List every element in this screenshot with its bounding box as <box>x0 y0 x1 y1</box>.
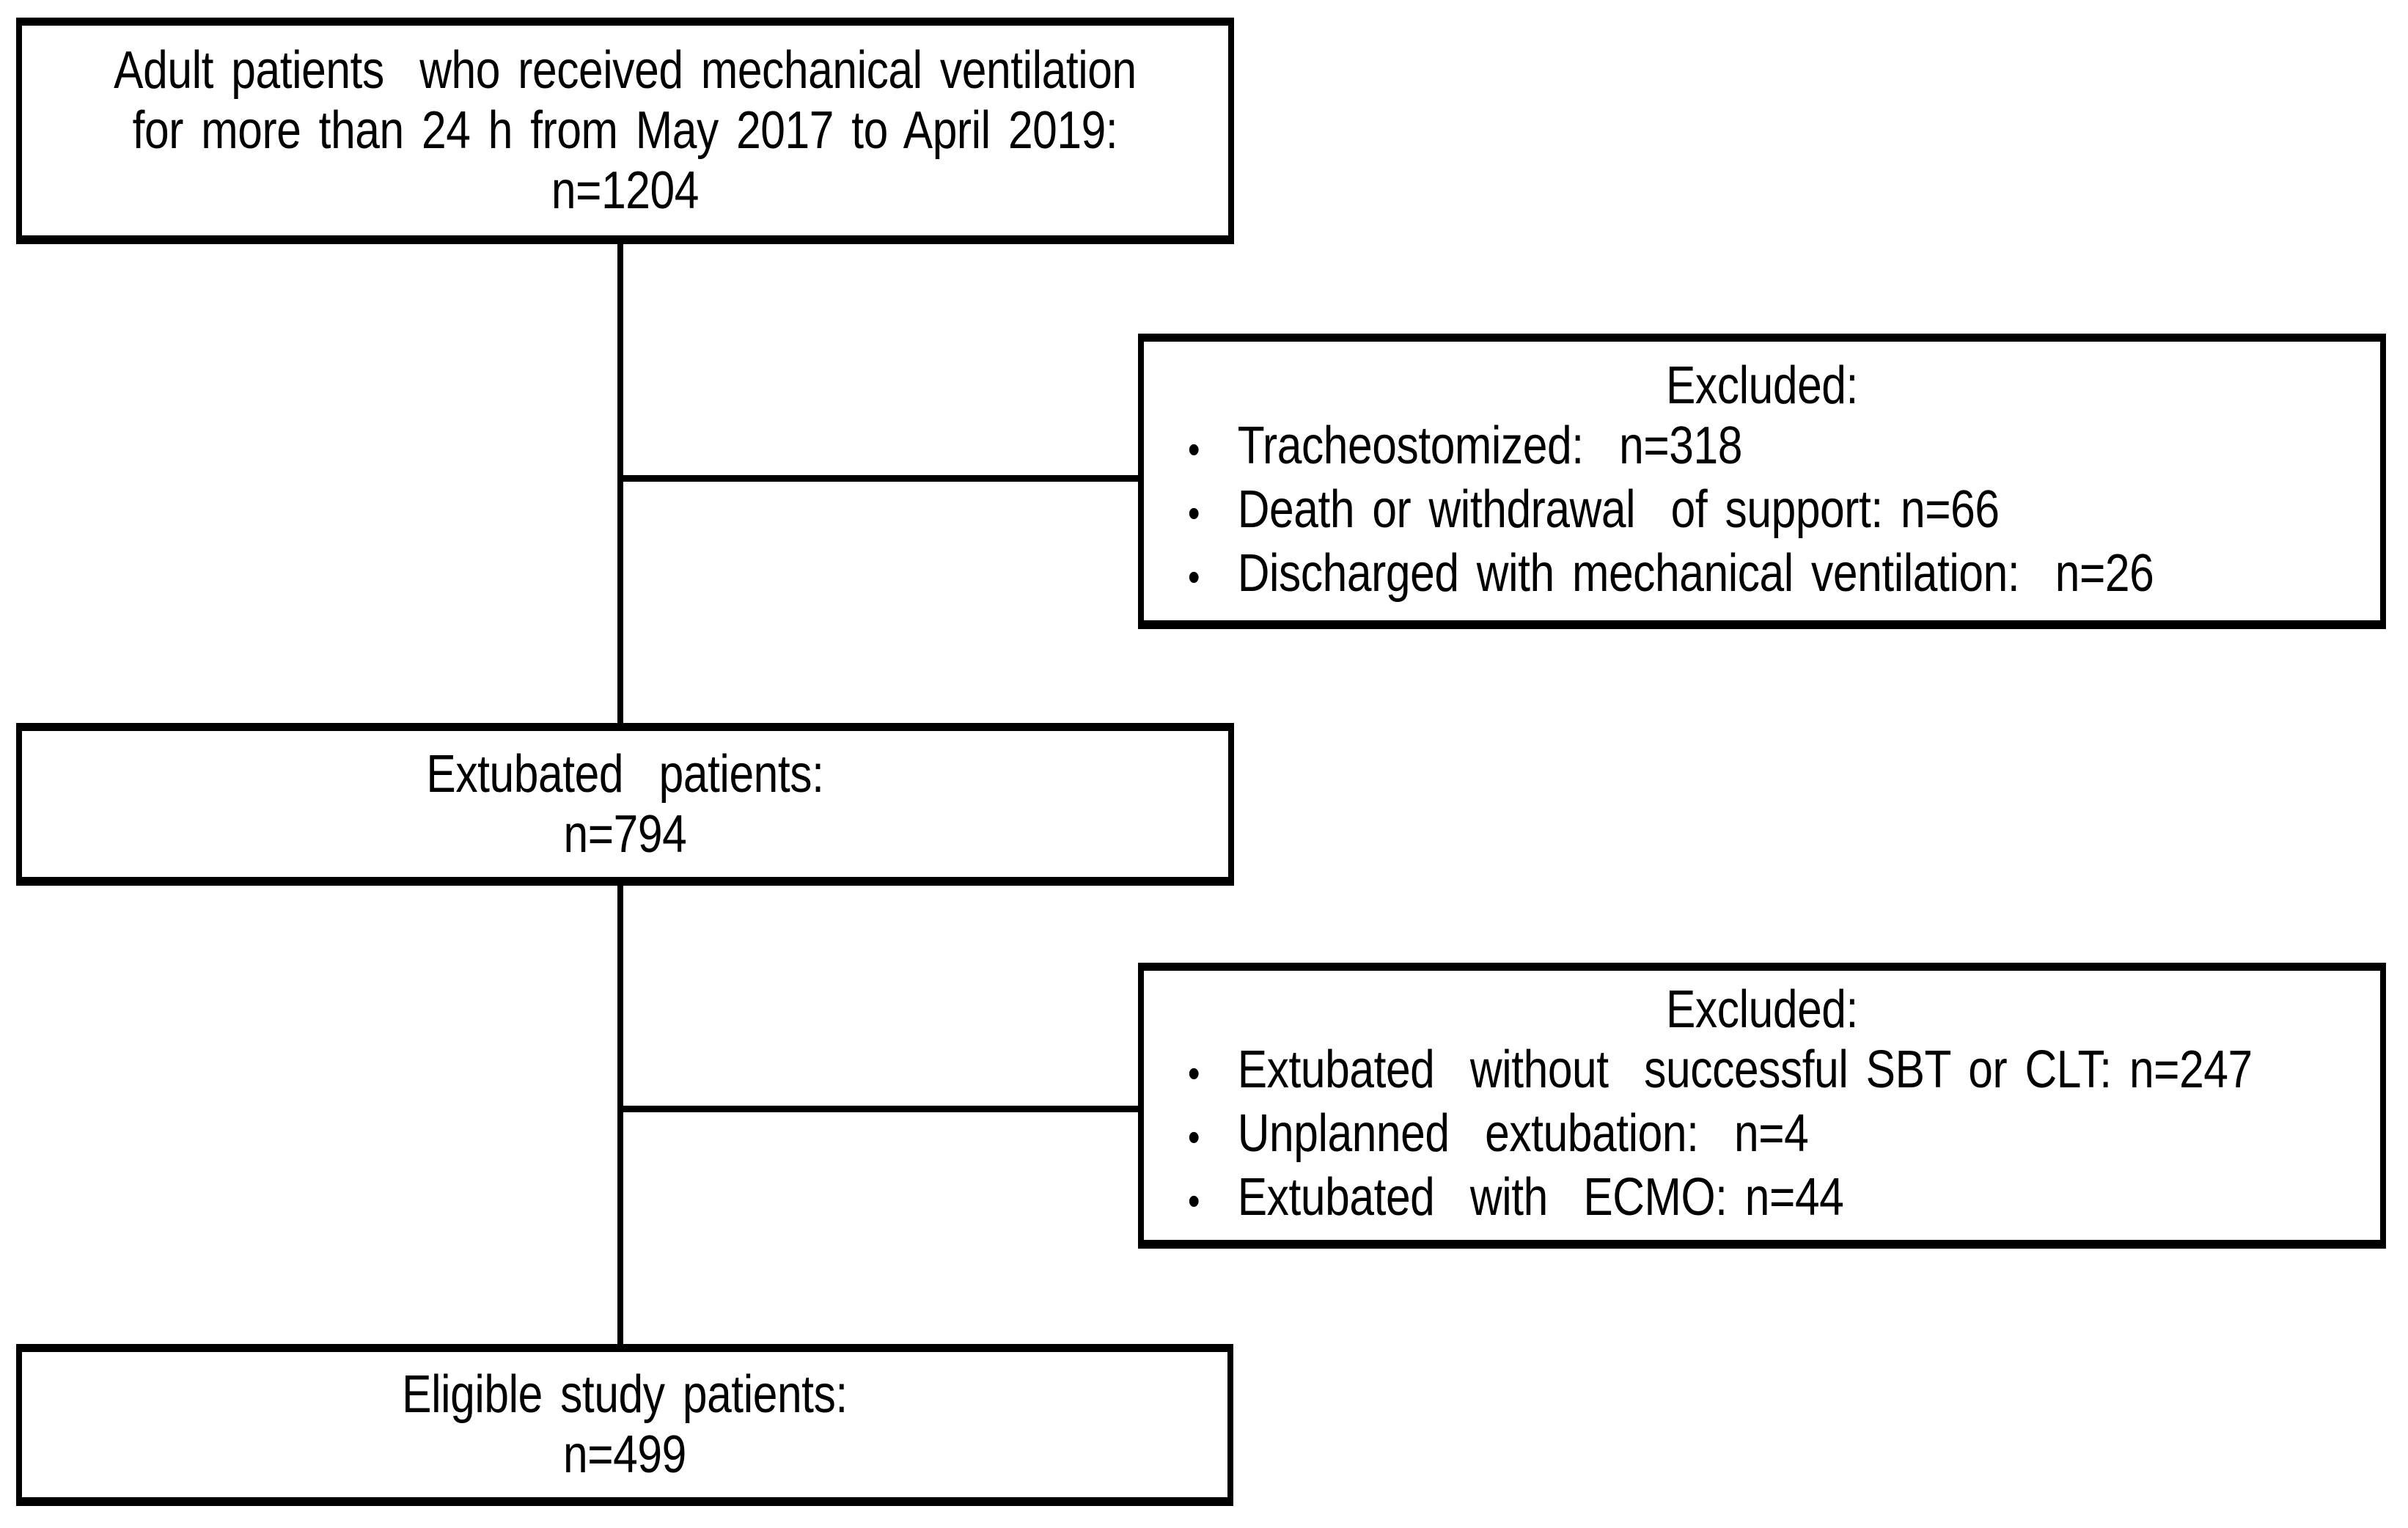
excluded-1-item-row: • Discharged with mechanical ventilation… <box>1144 543 2380 607</box>
excluded-2-item-row: • Extubated without successful SBT or CL… <box>1144 1040 2380 1103</box>
excluded-2-item-row: • Extubated with ECMO: n=44 <box>1144 1167 2380 1231</box>
excluded-1-title: Excluded: <box>1665 356 1858 415</box>
enrollment-line-1: Adult patients who received mechanical v… <box>114 41 1137 100</box>
extubated-text: Extubated patients: n=794 <box>22 744 1228 864</box>
box-excluded-2: Excluded: • Extubated without successful… <box>1138 963 2386 1249</box>
excluded-1-item-row: • Tracheostomized: n=318 <box>1144 416 2380 480</box>
connector-branch-2 <box>617 1106 1141 1112</box>
excluded-2-item-2: Unplanned extubation: n=4 <box>1237 1104 1809 1163</box>
extubated-count: n=794 <box>563 804 687 864</box>
excluded-1-item-3: Discharged with mechanical ventilation: … <box>1237 543 2154 603</box>
bullet-marker: • <box>1188 1114 1200 1160</box>
eligible-count: n=499 <box>563 1425 686 1484</box>
enrollment-line-2: for more than 24 h from May 2017 to Apri… <box>132 101 1118 160</box>
bullet-marker: • <box>1188 1050 1200 1096</box>
bullet-marker: • <box>1188 1178 1200 1224</box>
excluded-1-text: Excluded: • Tracheostomized: n=318 • Dea… <box>1144 356 2380 607</box>
eligible-line-1: Eligible study patients: <box>402 1365 848 1424</box>
excluded-2-item-1: Extubated without successful SBT or CLT:… <box>1237 1040 2253 1099</box>
box-excluded-1: Excluded: • Tracheostomized: n=318 • Dea… <box>1138 334 2386 629</box>
bullet-marker: • <box>1188 489 1200 536</box>
connector-vertical-1 <box>617 242 623 726</box>
bullet-marker: • <box>1188 425 1200 472</box>
box-eligible: Eligible study patients: n=499 <box>16 1344 1233 1506</box>
excluded-1-item-row: • Death or withdrawal of support: n=66 <box>1144 480 2380 543</box>
excluded-1-item-2: Death or withdrawal of support: n=66 <box>1237 480 2000 539</box>
excluded-2-item-3: Extubated with ECMO: n=44 <box>1237 1168 1844 1227</box>
excluded-2-item-row: • Unplanned extubation: n=4 <box>1144 1103 2380 1167</box>
connector-vertical-2 <box>617 884 623 1347</box>
extubated-line-1: Extubated patients: <box>426 744 824 804</box>
connector-branch-1 <box>617 475 1141 482</box>
excluded-2-title: Excluded: <box>1665 980 1858 1039</box>
box-enrollment: Adult patients who received mechanical v… <box>16 18 1234 244</box>
bullet-marker: • <box>1188 553 1200 600</box>
enrollment-count: n=1204 <box>551 161 699 220</box>
enrollment-text: Adult patients who received mechanical v… <box>22 40 1228 221</box>
excluded-2-text: Excluded: • Extubated without successful… <box>1144 980 2380 1231</box>
box-extubated: Extubated patients: n=794 <box>16 723 1234 886</box>
excluded-1-item-1: Tracheostomized: n=318 <box>1237 416 1743 475</box>
eligible-text: Eligible study patients: n=499 <box>22 1364 1227 1485</box>
